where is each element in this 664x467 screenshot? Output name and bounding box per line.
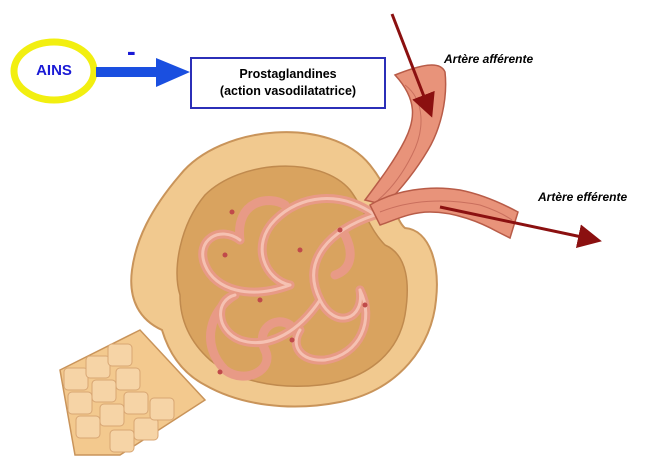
prostaglandin-action: (action vasodilatatrice): [192, 83, 384, 100]
inhibition-sign: -: [127, 36, 136, 67]
prostaglandin-title: Prostaglandines: [192, 66, 384, 83]
prostaglandin-box: Prostaglandines (action vasodilatatrice): [190, 57, 386, 109]
efferent-artery-label: Artère efférente: [538, 190, 627, 204]
afferent-artery-label: Artère afférente: [444, 52, 533, 66]
inhibition-arrow: [96, 58, 190, 87]
ains-label: AINS: [20, 62, 88, 79]
